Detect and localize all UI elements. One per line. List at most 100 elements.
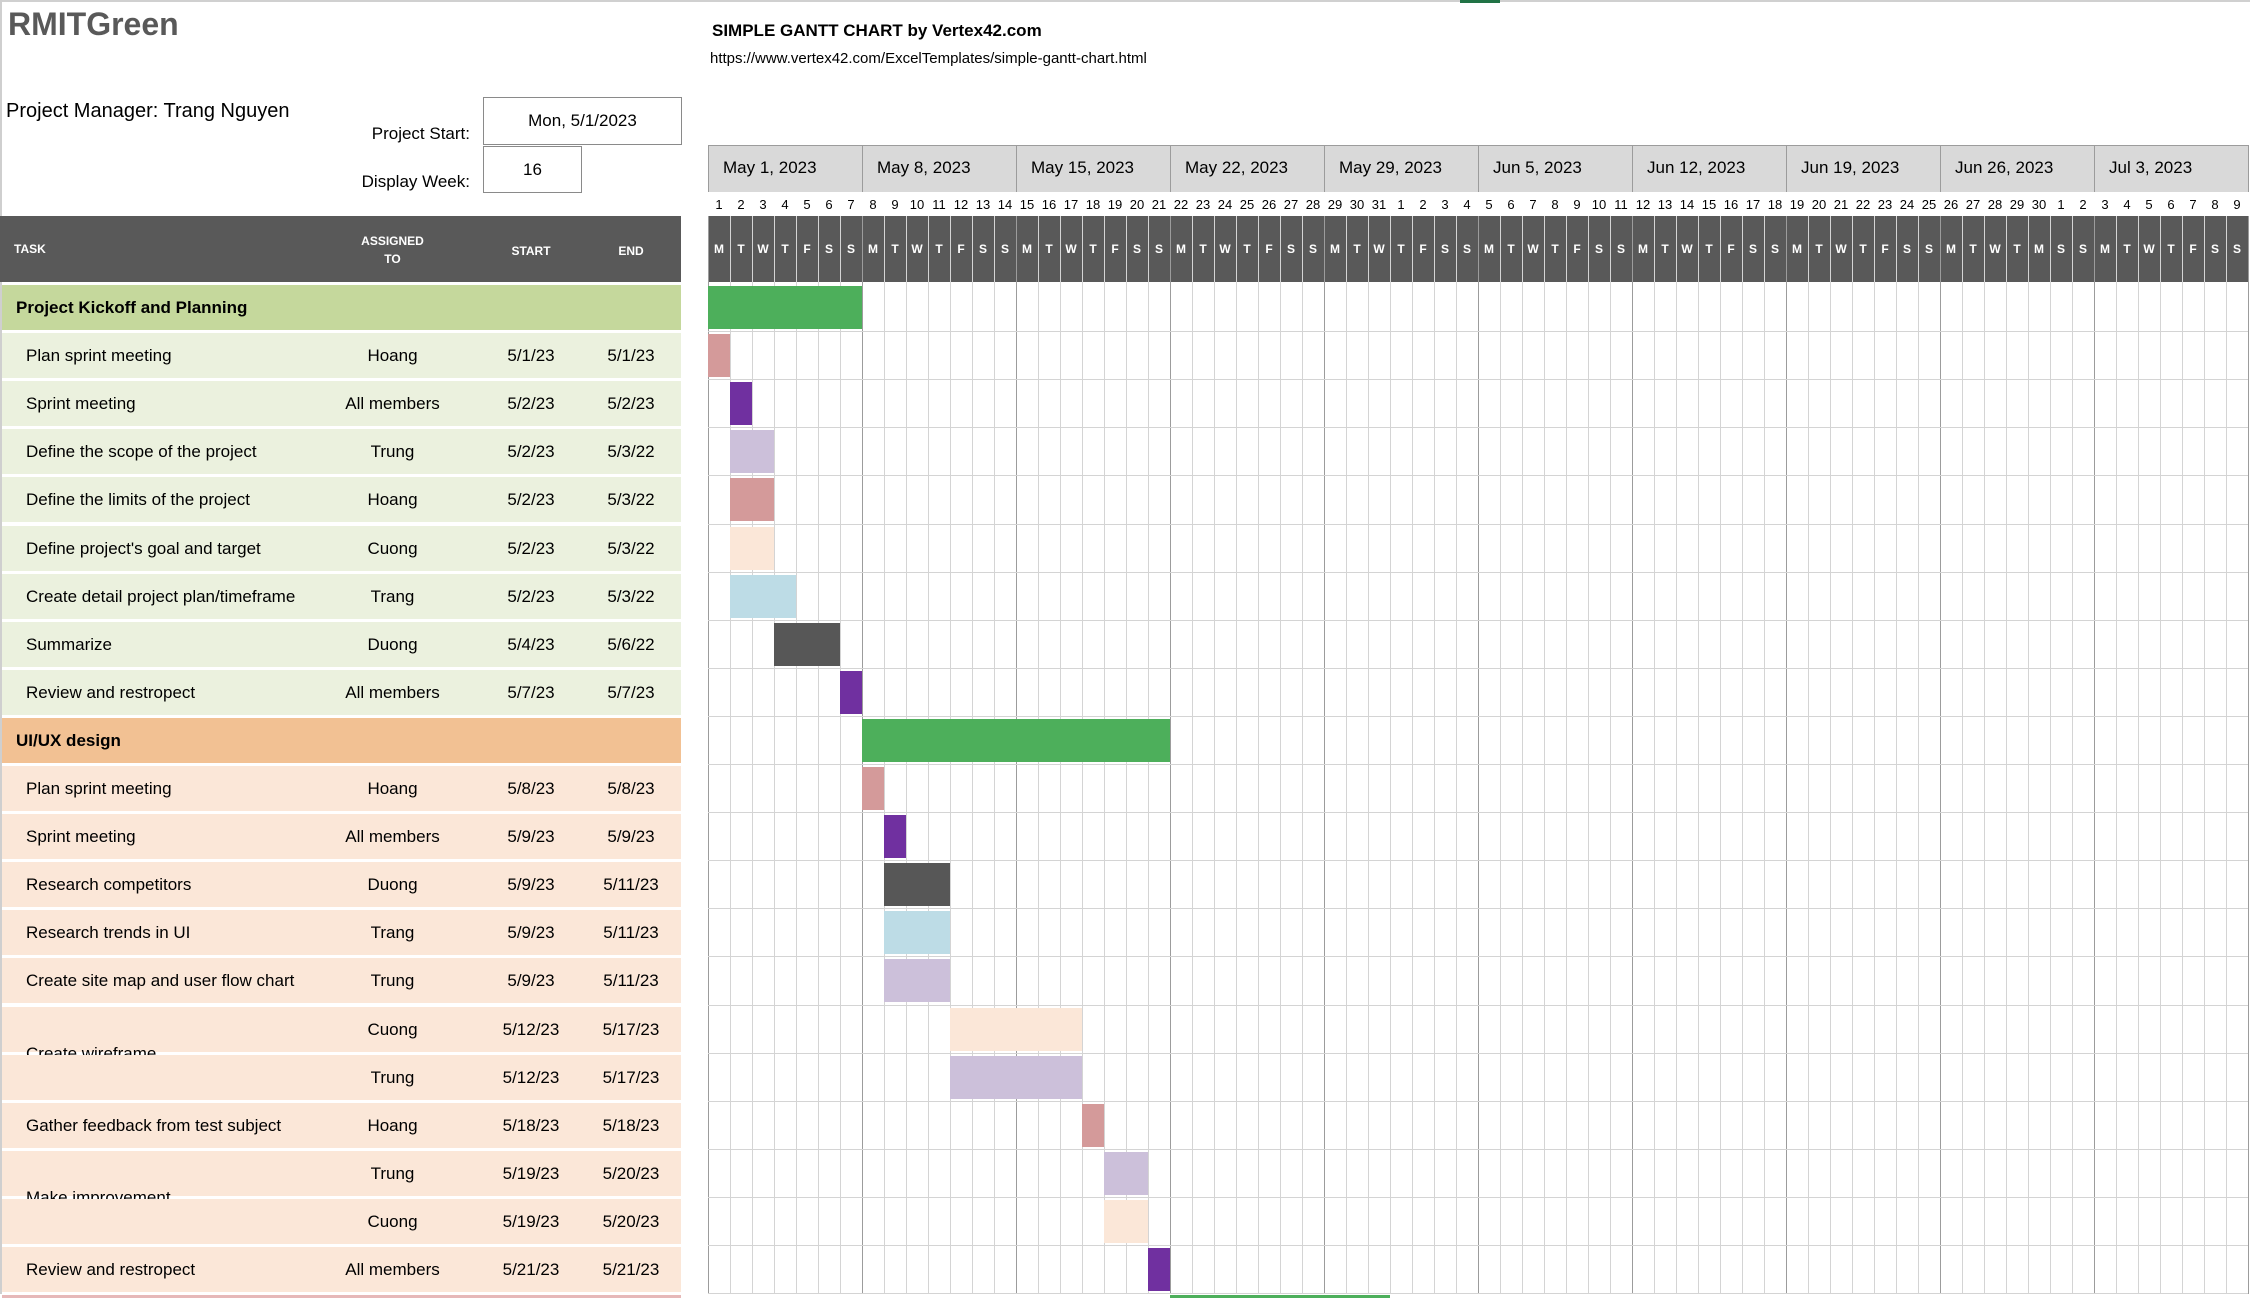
task-name[interactable]: Gather feedback from test subject [26,1115,282,1135]
assigned-to[interactable]: Duong [367,634,418,654]
end-date[interactable]: 5/3/22 [607,442,655,462]
task-column-header[interactable]: TASK [14,242,46,256]
task-row[interactable] [2,1054,681,1100]
task-row[interactable] [2,381,681,427]
start-date[interactable]: 5/12/23 [502,1067,560,1087]
end-date[interactable]: 5/3/22 [607,490,655,510]
task-bar[interactable] [730,478,774,522]
template-url[interactable]: https://www.vertex42.com/ExcelTemplates/… [710,50,1147,67]
assigned-to[interactable]: All members [345,827,440,847]
end-date[interactable]: 5/20/23 [602,1163,660,1183]
week-header[interactable]: May 8, 2023 [862,145,1016,192]
start-date[interactable]: 5/9/23 [507,971,555,991]
task-bar[interactable] [730,430,774,474]
week-header[interactable]: May 22, 2023 [1170,145,1324,192]
task-name[interactable]: Create detail project plan/timeframe [26,586,296,606]
task-bar[interactable] [884,911,950,955]
end-date[interactable]: 5/1/23 [607,346,655,366]
end-date[interactable]: 5/21/23 [602,1260,660,1279]
assigned-to[interactable]: Cuong [367,1211,418,1231]
phase-bar[interactable] [708,286,862,330]
task-bar[interactable] [730,574,796,618]
assigned-to[interactable]: Hoang [367,1115,418,1135]
task-bar[interactable] [1082,1103,1104,1147]
start-date[interactable]: 5/19/23 [502,1211,560,1231]
end-date[interactable]: 5/2/23 [607,394,655,414]
assigned-to[interactable]: Cuong [367,1019,418,1039]
company-name[interactable]: RMITGreen [8,6,179,42]
task-bar[interactable] [1104,1199,1148,1243]
task-name[interactable]: Plan sprint meeting [26,346,172,366]
task-row[interactable] [2,1150,681,1196]
assigned-to[interactable]: Trung [370,971,415,991]
end-date[interactable]: 5/11/23 [603,875,659,895]
task-name[interactable]: Review and restropect [26,682,196,702]
week-header[interactable]: May 29, 2023 [1324,145,1478,192]
assigned-to[interactable]: Hoang [367,490,418,510]
end-date[interactable]: 5/20/23 [602,1211,660,1231]
week-header[interactable]: Jun 5, 2023 [1478,145,1632,192]
task-row[interactable] [2,669,681,715]
task-row[interactable] [2,862,681,908]
assigned-to[interactable]: Trang [370,923,415,943]
start-date[interactable]: 5/2/23 [507,442,555,462]
week-header[interactable]: May 1, 2023 [708,145,862,192]
end-date[interactable]: 5/11/23 [603,923,659,943]
week-header[interactable]: Jul 3, 2023 [2094,145,2248,192]
assigned-column-header[interactable]: ASSIGNED TO [340,232,445,268]
start-date[interactable]: 5/9/23 [507,827,555,847]
end-date[interactable]: 5/3/22 [607,538,655,558]
task-bar[interactable] [950,1007,1082,1051]
task-row[interactable] [2,573,681,619]
end-date[interactable]: 5/11/23 [603,971,659,991]
task-name[interactable]: Research trends in UI [26,923,191,943]
task-row[interactable] [2,1198,681,1244]
assigned-to[interactable]: All members [345,394,440,414]
task-bar[interactable] [884,959,950,1003]
task-name[interactable]: Research competitors [26,875,192,895]
task-row[interactable] [2,429,681,475]
task-name[interactable]: Define the limits of the project [26,490,250,510]
week-header[interactable]: Jun 26, 2023 [1940,145,2094,192]
start-date[interactable]: 5/19/23 [502,1163,560,1183]
end-date[interactable]: 5/3/22 [607,586,655,606]
task-name[interactable]: Sprint meeting [26,394,136,414]
task-bar[interactable] [950,1055,1082,1099]
week-header[interactable]: May 15, 2023 [1016,145,1170,192]
start-date[interactable]: 5/9/23 [507,875,555,895]
task-bar[interactable] [884,863,950,907]
start-date[interactable]: 5/18/23 [502,1115,560,1135]
task-row[interactable] [2,621,681,667]
assigned-to[interactable]: Hoang [367,346,418,366]
assigned-to[interactable]: Trung [370,1163,415,1183]
end-column-header[interactable]: END [618,244,644,258]
task-name[interactable]: Summarize [26,634,112,654]
task-bar[interactable] [840,670,862,714]
start-date[interactable]: 5/2/23 [507,538,555,558]
task-bar[interactable] [730,382,752,426]
phase-name[interactable]: Project Kickoff and Planning [16,298,248,317]
assigned-to[interactable]: Hoang [367,779,418,798]
task-bar[interactable] [730,526,774,570]
task-row[interactable] [2,958,681,1004]
task-name[interactable]: Review and restropect [26,1260,196,1279]
task-bar[interactable] [1104,1151,1148,1195]
task-row[interactable] [2,525,681,571]
assigned-to[interactable]: Duong [367,875,418,895]
task-row[interactable] [2,1247,681,1293]
start-date[interactable]: 5/8/23 [507,779,555,798]
assigned-to[interactable]: All members [345,682,440,702]
end-date[interactable]: 5/9/23 [607,827,655,847]
task-row[interactable] [2,910,681,956]
task-name[interactable]: Define project's goal and target [26,538,261,558]
task-name[interactable]: Plan sprint meeting [26,779,172,798]
task-row[interactable] [2,1102,681,1148]
start-date[interactable]: 5/12/23 [502,1019,560,1039]
task-name[interactable]: Create site map and user flow chart [26,971,295,991]
project-manager[interactable]: Project Manager: Trang Nguyen [6,100,290,122]
start-date[interactable]: 5/9/23 [507,923,555,943]
phase-name[interactable]: UI/UX design [16,730,121,750]
task-row[interactable] [2,477,681,523]
start-date[interactable]: 5/21/23 [502,1260,560,1279]
task-bar[interactable] [884,815,906,859]
